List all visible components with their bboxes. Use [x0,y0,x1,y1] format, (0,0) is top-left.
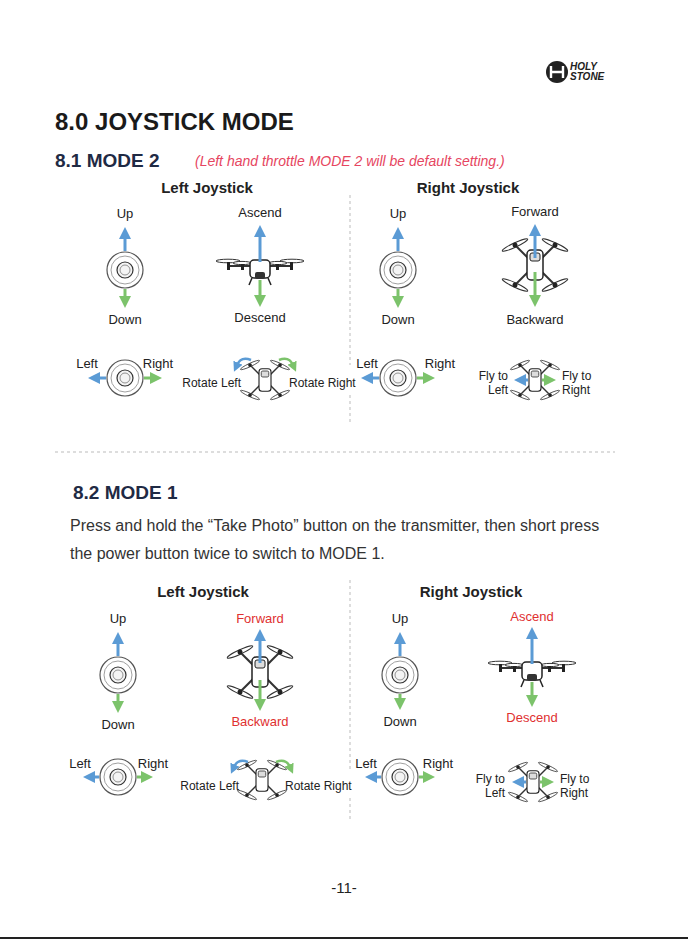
motion-label: Ascend [510,610,553,625]
motion-label: Fly to Left [468,370,508,398]
logo-emblem [546,61,568,83]
direction-label: Down [383,715,416,730]
direction-label: Right [425,357,455,372]
motion-label: Forward [511,205,559,220]
direction-label: Right [423,757,453,772]
direction-label: Left [76,357,98,372]
direction-label: Down [108,313,141,328]
instruction-text: Press and hold the “Take Photo” button o… [70,512,622,568]
motion-label: Fly to Right [560,773,600,801]
column-heading: Left Joystick [161,179,253,196]
column-heading: Left Joystick [157,583,249,600]
motion-label: Rotate Right [289,377,356,391]
direction-label: Up [390,207,407,222]
motion-label: Rotate Right [285,780,352,794]
default-note: (Left hand throttle MODE 2 will be defau… [195,153,505,169]
direction-label: Left [355,757,377,772]
motion-label: Descend [506,711,557,726]
motion-label: Forward [236,612,284,627]
motion-label: Fly to Left [465,773,505,801]
section-heading: 8.2 MODE 1 [73,482,178,504]
direction-label: Down [101,718,134,733]
direction-label: Down [381,313,414,328]
direction-label: Up [110,612,127,627]
logo-text: HOLY STONE [570,62,610,82]
direction-label: Right [138,757,168,772]
section-heading: 8.1 MODE 2 [55,150,160,172]
motion-label: Rotate Left [180,780,239,794]
motion-label: Rotate Left [182,377,241,391]
column-heading: Right Joystick [417,179,520,196]
motion-label: Fly to Right [562,370,602,398]
motion-label: Backward [231,715,288,730]
page-number: -11- [331,879,357,896]
motion-label: Backward [506,313,563,328]
direction-label: Right [143,357,173,372]
direction-label: Up [392,612,409,627]
column-heading: Right Joystick [420,583,523,600]
direction-label: Left [356,357,378,372]
direction-label: Up [117,207,134,222]
direction-label: Left [69,757,91,772]
page-title: 8.0 JOYSTICK MODE [55,108,294,136]
motion-label: Descend [234,311,285,326]
motion-label: Ascend [238,206,281,221]
